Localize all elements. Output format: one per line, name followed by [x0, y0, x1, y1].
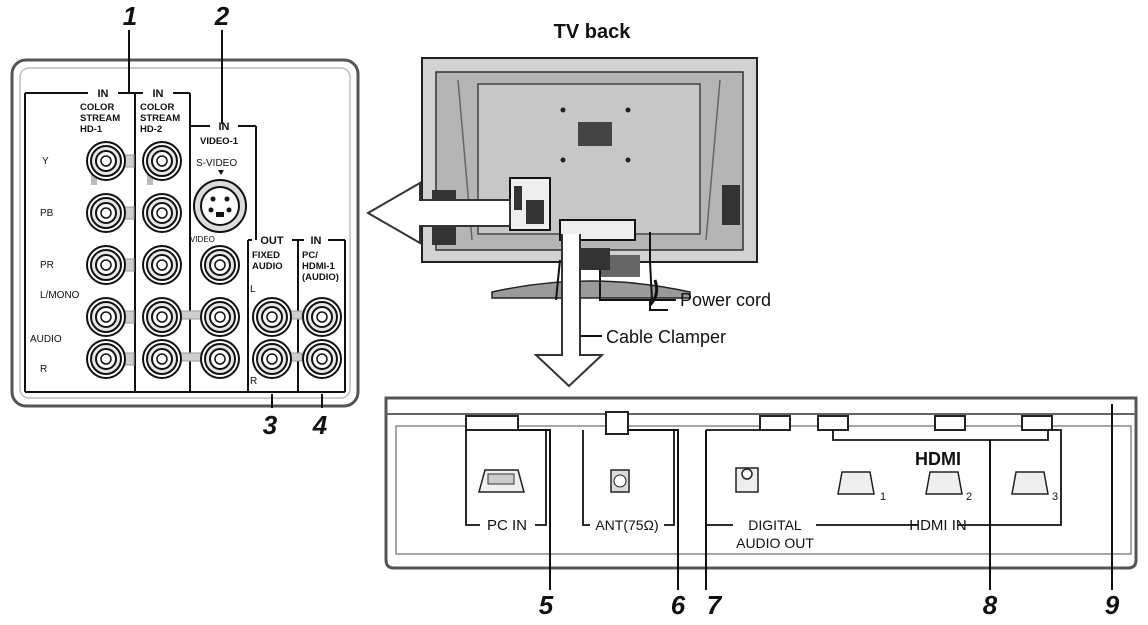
svideo-label: S-VIDEO — [196, 158, 237, 169]
digital-audio-port-icon — [735, 467, 759, 493]
callout-5: 5 — [539, 590, 554, 620]
rca-jack — [86, 245, 126, 285]
cs1-line-3: HD-1 — [80, 124, 103, 135]
pc-in-label: PC IN — [487, 517, 527, 534]
callout-9: 9 — [1105, 590, 1120, 620]
hdmi-in-label: HDMI IN — [909, 517, 967, 534]
video1-label: VIDEO-1 — [200, 136, 239, 147]
rca-jack — [200, 339, 240, 379]
callout-8: 8 — [983, 590, 998, 620]
out-label-l: L — [250, 284, 256, 295]
video-label: VIDEO — [190, 235, 215, 244]
pc-hdmi-line-1: PC/ — [302, 250, 318, 261]
arrow-down-icon — [218, 170, 224, 175]
fixed-audio-line-1: FIXED — [252, 250, 280, 261]
hdmi-port-icon — [1011, 471, 1049, 495]
s-video-jack — [193, 179, 247, 233]
row-label-y: Y — [42, 156, 49, 167]
rca-jack — [302, 339, 342, 379]
ant-port-icon — [610, 469, 630, 493]
rca-jack — [142, 245, 182, 285]
hdmi-logo: HDMI — [915, 449, 961, 469]
rca-jack — [86, 141, 126, 181]
rca-jack — [142, 339, 182, 379]
group-in-label: IN — [98, 88, 109, 100]
power-cord-label: Power cord — [680, 290, 771, 310]
callout-7: 7 — [707, 590, 723, 620]
rca-jack — [200, 297, 240, 337]
rca-jack-group — [86, 141, 342, 379]
digital-audio-out-line-1: DIGITAL — [748, 517, 802, 533]
callout-2: 2 — [214, 1, 230, 31]
digital-audio-out-line-2: AUDIO OUT — [736, 535, 814, 551]
group-in-label: IN — [153, 88, 164, 100]
callout-4: 4 — [312, 410, 328, 440]
callout-3: 3 — [263, 410, 278, 440]
cs2-line-3: HD-2 — [140, 124, 162, 135]
row-label-pb: PB — [40, 208, 54, 219]
left-jack-panel: IN IN IN OUT IN COLOR STREAM HD-1 COLOR … — [10, 58, 360, 408]
out-label-r: R — [250, 376, 257, 387]
rca-jack — [86, 193, 126, 233]
pc-hdmi-line-2: HDMI-1 — [302, 261, 335, 272]
ant-label: ANT(75Ω) — [595, 517, 658, 533]
rca-jack — [86, 297, 126, 337]
row-label-pr: PR — [40, 260, 54, 271]
group-in-label: IN — [219, 121, 230, 133]
hdmi-port-number: 1 — [880, 491, 886, 503]
rca-jack — [142, 141, 182, 181]
group-out-label: OUT — [260, 235, 284, 247]
cs1-line-1: COLOR — [80, 102, 114, 113]
rca-jack — [252, 339, 292, 379]
row-label-r: R — [40, 364, 47, 375]
hdmi-port-number: 3 — [1052, 491, 1058, 503]
rca-jack — [86, 339, 126, 379]
rca-jack — [302, 297, 342, 337]
cable-clamper-label: Cable Clamper — [606, 327, 726, 347]
cs2-line-1: COLOR — [140, 102, 174, 113]
rca-jack — [252, 297, 292, 337]
pc-in-port-icon — [478, 469, 525, 493]
diagram-title: TV back — [554, 21, 632, 43]
rca-jack — [200, 245, 240, 285]
row-label-lmono: L/MONO — [40, 290, 80, 301]
row-label-audio: AUDIO — [30, 334, 62, 345]
rca-jack — [142, 297, 182, 337]
hdmi-port-icon — [837, 471, 875, 495]
cs2-line-2: STREAM — [140, 113, 180, 124]
hdmi-port-number: 2 — [966, 491, 972, 503]
rca-jack — [142, 193, 182, 233]
callout-6: 6 — [671, 590, 686, 620]
tv-back-illustration — [421, 57, 758, 311]
arrow-down-icon — [533, 234, 605, 388]
group-in-label: IN — [311, 235, 322, 247]
bottom-jack-panel: PC IN ANT(75Ω) DIGITAL AUDIO OUT HDMI HD… — [384, 396, 1138, 570]
pc-hdmi-line-3: (AUDIO) — [302, 272, 339, 283]
hdmi-port-icon — [925, 471, 963, 495]
arrow-left-icon — [365, 181, 511, 245]
cs1-line-2: STREAM — [80, 113, 120, 124]
callout-1: 1 — [123, 1, 137, 31]
fixed-audio-line-2: AUDIO — [252, 261, 283, 272]
